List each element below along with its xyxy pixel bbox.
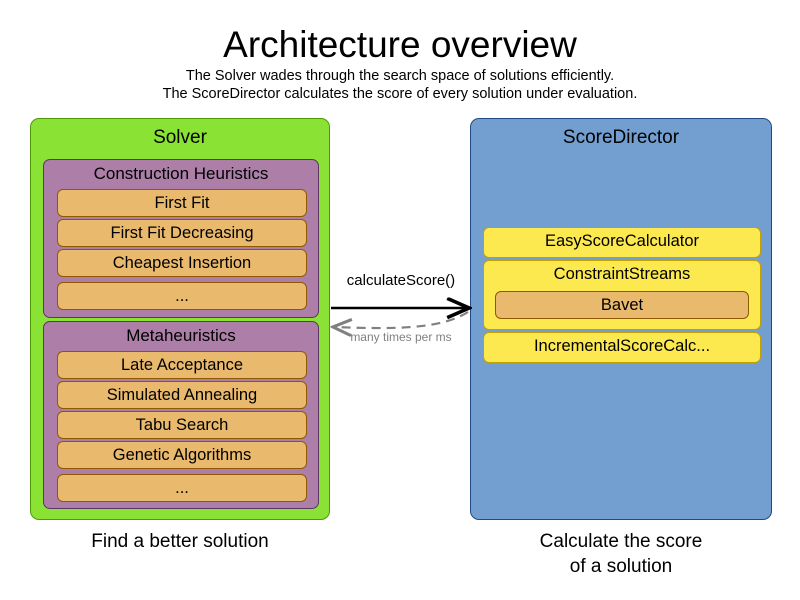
- construction-heuristics-group: Construction Heuristics First Fit First …: [43, 159, 319, 318]
- item-metaheuristics-more: ...: [57, 474, 307, 502]
- item-simulated-annealing: Simulated Annealing: [57, 381, 307, 409]
- constraint-streams-label: ConstraintStreams: [553, 265, 691, 283]
- solver-panel-title: Solver: [153, 127, 207, 148]
- incremental-score-calculator-label: IncrementalScoreCalc...: [533, 337, 711, 355]
- bavet-box: Bavet: [495, 291, 749, 319]
- item-late-acceptance: Late Acceptance: [57, 351, 307, 379]
- many-times-per-ms-label: many times per ms: [350, 330, 452, 344]
- item-genetic-algorithms: Genetic Algorithms: [57, 441, 307, 469]
- score-director-caption-line-1: Calculate the score: [539, 531, 703, 552]
- item-first-fit-decreasing: First Fit Decreasing: [57, 219, 307, 247]
- calculate-score-label: calculateScore(): [346, 272, 456, 289]
- score-director-panel: ScoreDirector EasyScoreCalculator Constr…: [470, 118, 772, 520]
- item-cheapest-insertion: Cheapest Insertion: [57, 249, 307, 277]
- solver-panel: Solver Construction Heuristics First Fit…: [30, 118, 330, 520]
- many-times-per-ms-arrow: [334, 311, 469, 328]
- item-first-fit: First Fit: [57, 189, 307, 217]
- easy-score-calculator-label: EasyScoreCalculator: [544, 232, 700, 250]
- easy-score-calculator-box: EasyScoreCalculator: [483, 227, 761, 258]
- item-tabu-search: Tabu Search: [57, 411, 307, 439]
- constraint-streams-box: ConstraintStreams Bavet: [483, 260, 761, 330]
- solver-caption: Find a better solution: [91, 531, 269, 552]
- score-director-caption-line-2: of a solution: [569, 555, 673, 577]
- subtitle-line-2: The ScoreDirector calculates the score o…: [162, 86, 638, 102]
- score-director-caption: Calculate the score of a solution: [470, 530, 772, 579]
- score-director-panel-title: ScoreDirector: [562, 127, 680, 148]
- subtitle-line-1: The Solver wades through the search spac…: [185, 68, 615, 84]
- metaheuristics-title: Metaheuristics: [126, 326, 236, 345]
- incremental-score-calculator-box: IncrementalScoreCalc...: [483, 332, 761, 363]
- page-title: Architecture overview: [223, 24, 577, 65]
- metaheuristics-group: Metaheuristics Late Acceptance Simulated…: [43, 321, 319, 509]
- construction-heuristics-title: Construction Heuristics: [93, 164, 269, 183]
- item-construction-more: ...: [57, 282, 307, 310]
